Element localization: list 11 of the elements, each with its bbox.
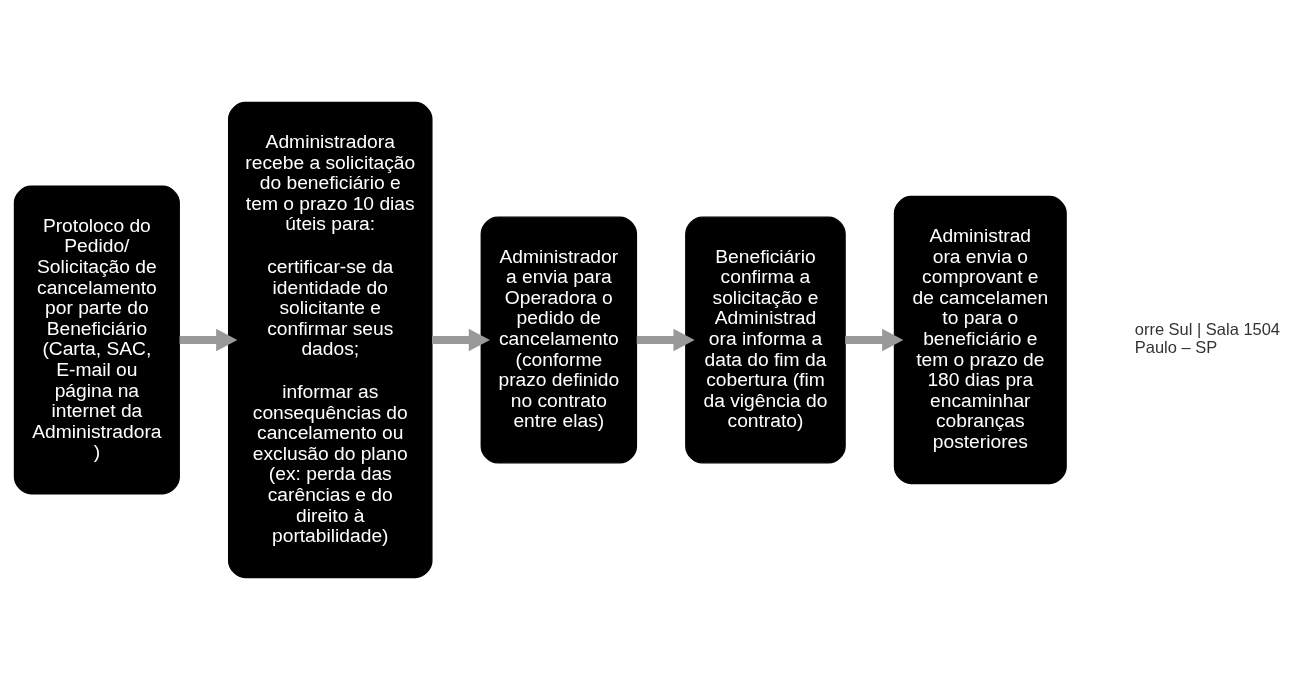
arrow	[636, 328, 695, 351]
node-box: Administrad ora envia o comprovant e de camcelamen to para o beneficiário e tem o prazo de 180 dias pra encaminhar cobranças posteriores	[893, 195, 1067, 484]
arrow	[845, 328, 904, 351]
label: Paulo – SP	[1134, 337, 1218, 356]
node-box: Administradora recebe a solicitação do beneficiário e tem o prazo 10 dias úteis para: certificar-se da identidade do solicitante e confirmar seus dados; informar as consequências do cancelamento ou exclusão do plano (ex: perda das carências e do direito à portabilidade)	[227, 101, 433, 578]
node-box: Protoloco do Pedido/ Solicitação de cancelamento por parte do Beneficiário (Carta, SAC, E-mail ou página na internet da Administradora )	[13, 185, 180, 494]
node-box: Administrador a envia para Operadora o pedido de cancelamento (conforme prazo definido no contrato entre elas)	[480, 215, 638, 464]
arrow	[432, 328, 490, 351]
arrow	[179, 328, 238, 351]
node-box: Beneficiário confirma a solicitação e Administrad ora informa a data do fim da cobertura (fim da vigência do contrato)	[685, 215, 846, 464]
label: orre Sul | Sala 1504	[1134, 319, 1281, 338]
